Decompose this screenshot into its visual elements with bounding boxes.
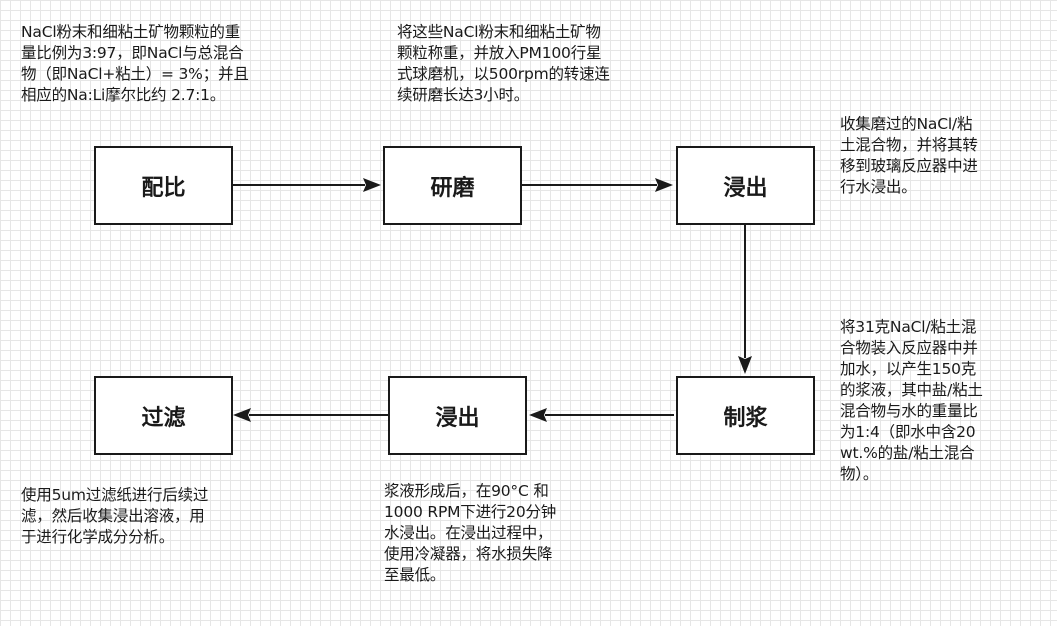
arrow-leach-to-filter xyxy=(233,408,388,422)
step-leach-top: 浸出 xyxy=(676,146,815,225)
note-leach-top: 收集磨过的NaCl/粘 土混合物，并将其转 移到玻璃反应器中进 行水浸出。 xyxy=(840,115,978,196)
arrow-ratio-to-grinding xyxy=(233,178,381,192)
arrow-grinding-to-leach xyxy=(522,178,673,192)
note-leach-bottom: 浆液形成后，在90°C 和 1000 RPM下进行20分钟 水浸出。在浸出过程中… xyxy=(384,482,557,584)
note-filter: 使用5um过滤纸进行后续过 滤，然后收集浸出溶液，用 于进行化学成分分析。 xyxy=(21,486,209,546)
step-slurry: 制浆 xyxy=(676,376,815,455)
step-ratio: 配比 xyxy=(94,146,233,225)
note-grinding: 将这些NaCl粉末和细粘土矿物 颗粒称重，并放入PM100行星 式球磨机，以50… xyxy=(397,23,610,104)
note-slurry: 将31克NaCl/粘土混 合物装入反应器中并 加水，以产生150克 的浆液，其中… xyxy=(840,318,983,483)
arrow-leach-to-slurry xyxy=(738,225,752,374)
step-leach-bottom: 浸出 xyxy=(388,376,527,455)
step-filter: 过滤 xyxy=(94,376,233,455)
step-grinding: 研磨 xyxy=(383,146,522,225)
arrow-slurry-to-leach xyxy=(529,408,674,422)
note-ratio: NaCl粉末和细粘土矿物颗粒的重 量比例为3:97，即NaCl与总混合 物（即N… xyxy=(21,23,249,104)
